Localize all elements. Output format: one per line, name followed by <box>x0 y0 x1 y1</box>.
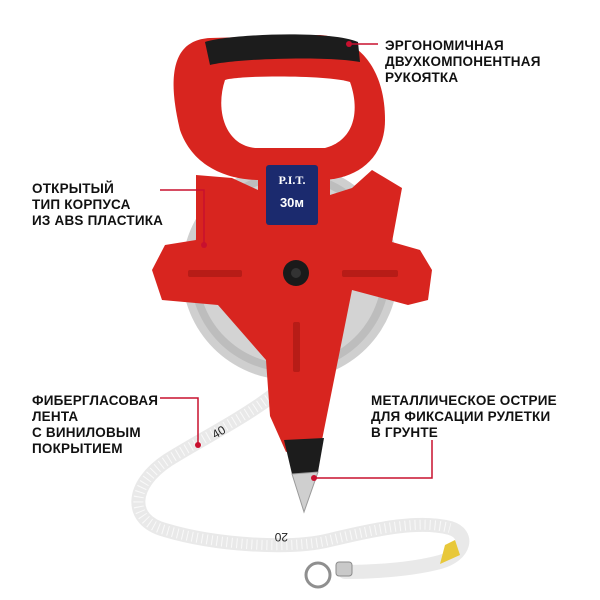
tape-end <box>440 540 460 564</box>
callout-body-line-2: ТИП КОРПУСА <box>32 197 131 212</box>
callout-handle-line-3: РУКОЯТКА <box>385 70 459 85</box>
callout-tape-line-2: ЛЕНТА <box>32 409 79 424</box>
callout-tip-line-1: МЕТАЛЛИЧЕСКОЕ ОСТРИЕ <box>371 393 557 408</box>
callout-handle-line-2: ДВУХКОМПОНЕНТНАЯ <box>385 54 541 69</box>
tape-mark-20: 20 <box>274 530 288 544</box>
product-label <box>266 165 318 225</box>
callout-handle: ЭРГОНОМИЧНАЯ ДВУХКОМПОНЕНТНАЯ РУКОЯТКА <box>385 38 541 86</box>
tip-grip <box>284 438 324 474</box>
tape-ring <box>304 561 332 589</box>
callout-tape-line-4: ПОКРЫТИЕМ <box>32 441 123 456</box>
callout-body-line-3: ИЗ ABS ПЛАСТИКА <box>32 213 164 228</box>
brand-name: P.I.T. <box>278 173 305 187</box>
callout-body: ОТКРЫТЫЙ ТИП КОРПУСА ИЗ ABS ПЛАСТИКА <box>32 181 163 229</box>
callout-tip-line-2: ДЛЯ ФИКСАЦИИ РУЛЕТКИ <box>371 409 551 424</box>
callout-line-body <box>160 189 205 245</box>
callout-tape-line-1: ФИБЕРГЛАСОВАЯ <box>32 393 159 408</box>
callout-tip: МЕТАЛЛИЧЕСКОЕ ОСТРИЕ ДЛЯ ФИКСАЦИИ РУЛЕТК… <box>371 393 557 441</box>
length-label: 30м <box>280 195 304 210</box>
metal-tip <box>291 471 319 514</box>
callout-tape-line-3: С ВИНИЛОВЫМ <box>32 425 141 440</box>
callout-line-tip <box>314 440 433 479</box>
callout-line-tape <box>160 397 199 445</box>
callout-body-line-1: ОТКРЫТЫЙ <box>32 181 114 196</box>
callout-tip-line-3: В ГРУНТЕ <box>371 425 438 440</box>
tape-mark-40: 40 <box>210 423 229 442</box>
grip <box>205 34 360 65</box>
callout-handle-line-1: ЭРГОНОМИЧНАЯ <box>385 38 504 53</box>
body <box>152 160 432 452</box>
callout-tape: ФИБЕРГЛАСОВАЯ ЛЕНТА С ВИНИЛОВЫМ ПОКРЫТИЕ… <box>32 393 158 457</box>
